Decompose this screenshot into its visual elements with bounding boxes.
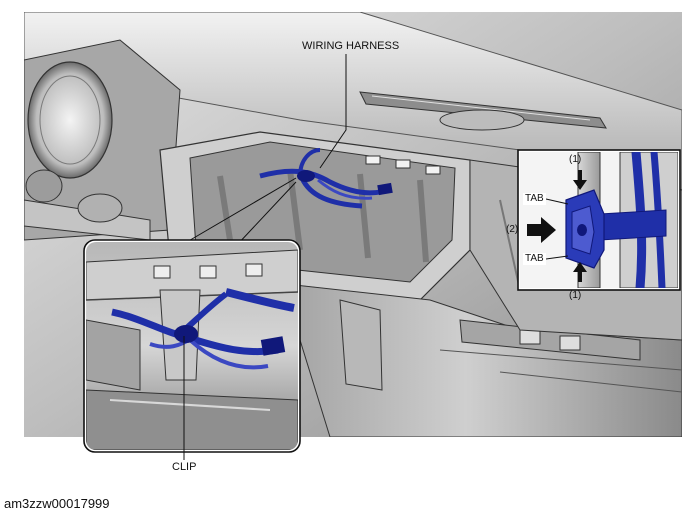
clip-label: CLIP [172, 461, 197, 473]
wiring-harness-label: WIRING HARNESS [302, 40, 400, 52]
tab-bottom-label: TAB [523, 253, 546, 265]
tab-release-detail [517, 149, 681, 291]
dashboard-panel [24, 12, 682, 437]
step-1-top-label: (1) [569, 154, 582, 165]
push-arrow-icon [527, 170, 587, 282]
inset-closeup [83, 239, 301, 453]
figure-id: am3zzw00017999 [4, 496, 110, 511]
wiring-harness-inset [111, 288, 295, 370]
step-1-bottom-label: (1) [569, 290, 582, 301]
wiring-harness-main [259, 148, 393, 209]
step-2-label: (2) [506, 224, 519, 235]
tab-top-label: TAB [523, 193, 546, 205]
